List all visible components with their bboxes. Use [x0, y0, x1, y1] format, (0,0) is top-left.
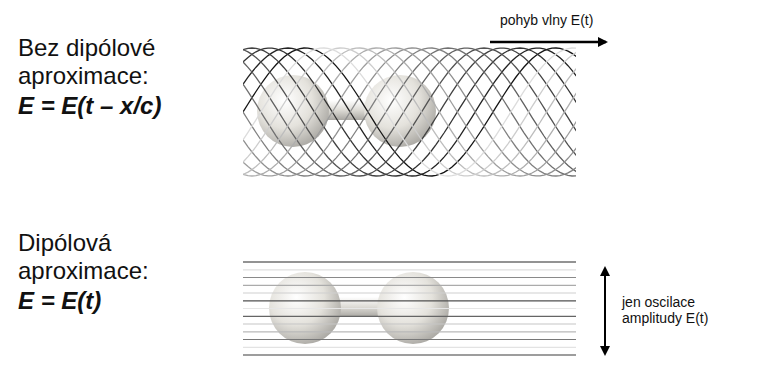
field-line [243, 354, 576, 355]
formula: E = E(t) [18, 287, 238, 315]
field-line [243, 308, 576, 309]
wave-line [243, 48, 576, 176]
direction-arrow [490, 41, 606, 44]
field-line [243, 285, 576, 286]
wave-line [243, 48, 576, 176]
field-line [243, 323, 576, 324]
wave-motion-label: pohyb vlny E(t) [500, 12, 650, 28]
wave-line [243, 48, 576, 176]
wave-line [243, 48, 576, 176]
field-line [243, 331, 576, 332]
field-line [243, 316, 576, 317]
field-line [243, 292, 576, 293]
field-line [243, 339, 576, 340]
wave-line [243, 48, 576, 176]
field-line [243, 347, 576, 348]
oscillation-arrow [604, 268, 606, 354]
wave-line [243, 48, 576, 176]
wave-line [243, 48, 576, 176]
field-lines [243, 262, 576, 355]
wave-line [243, 48, 576, 176]
formula: E = E(t – x/c) [18, 92, 238, 120]
wave-line [243, 48, 576, 176]
atom [257, 75, 329, 147]
wave-line [243, 48, 576, 176]
wave-line [243, 48, 576, 176]
wave-line [243, 48, 576, 176]
field-line [243, 300, 576, 301]
wave-lines [243, 48, 576, 176]
case-title: Bez dipólové aproximace: [18, 34, 193, 89]
field-line [243, 277, 576, 278]
atom [364, 75, 436, 147]
oscillation-label: jen oscilace amplitudy E(t) [622, 294, 732, 326]
case-title: Dipólová aproximace: [18, 229, 193, 284]
wave-line [243, 48, 576, 176]
field-line [243, 269, 576, 270]
wave-line [243, 48, 576, 176]
molecule-moving-wave [257, 75, 436, 147]
field-line [243, 261, 576, 262]
